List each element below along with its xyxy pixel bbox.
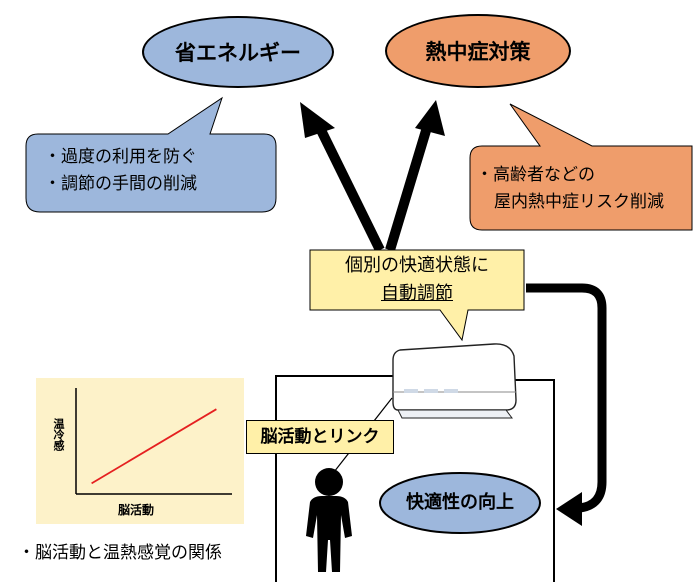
air-conditioner-icon: [392, 343, 517, 419]
energy-saving-label: 省エネルギー: [175, 41, 301, 65]
person-icon: [306, 468, 352, 572]
energy-callout-line2: ・調節の手間の削減: [44, 174, 197, 194]
center-callout-line2: 自動調節: [381, 283, 453, 304]
comfort-label-wrap: 快適性の向上: [380, 488, 540, 518]
energy-callout-text: ・過度の利用を防ぐ ・調節の手間の削減: [44, 144, 197, 198]
comfort-ellipse: [379, 472, 541, 534]
link-label: 脳活動とリンク: [260, 427, 380, 447]
chart-series-line: [91, 408, 217, 485]
energy-callout-line1: ・過度の利用を防ぐ: [44, 147, 197, 167]
arrow-to-heatstroke: [385, 122, 433, 252]
chart-ylabel: 温冷感: [52, 418, 65, 451]
heatstroke-label: 熱中症対策: [425, 40, 531, 64]
feedback-arrow: [526, 283, 607, 513]
heat-callout-line1: ・高齢者などの: [476, 165, 595, 185]
center-callout-bubble: [309, 249, 525, 342]
comfort-label: 快適性の向上: [406, 492, 514, 513]
energy-callout-bubble: [25, 96, 277, 213]
heat-callout-bubble: [469, 103, 693, 231]
heat-callout-text: ・高齢者などの 屋内熱中症リスク削減: [476, 162, 664, 216]
center-callout-line1: 個別の快適状態に: [345, 255, 489, 276]
heatstroke-ellipse: 熱中症対策: [385, 14, 571, 88]
arrow-to-energy-saving-head: [300, 102, 335, 138]
energy-saving-ellipse: 省エネルギー: [142, 16, 334, 88]
center-callout-text: 個別の快適状態に 自動調節: [310, 252, 524, 308]
arrow-to-energy-saving: [313, 121, 385, 253]
arrow-to-heatstroke-head: [415, 100, 445, 136]
chart-xlabel: 脳活動: [118, 503, 155, 517]
feedback-arrow-head: [556, 492, 582, 526]
link-label-box: 脳活動とリンク: [246, 420, 394, 454]
chart-caption: ・脳活動と温熱感覚の関係: [18, 543, 222, 563]
chart-panel: [36, 378, 244, 524]
heat-callout-line2: 屋内熱中症リスク削減: [494, 192, 664, 212]
